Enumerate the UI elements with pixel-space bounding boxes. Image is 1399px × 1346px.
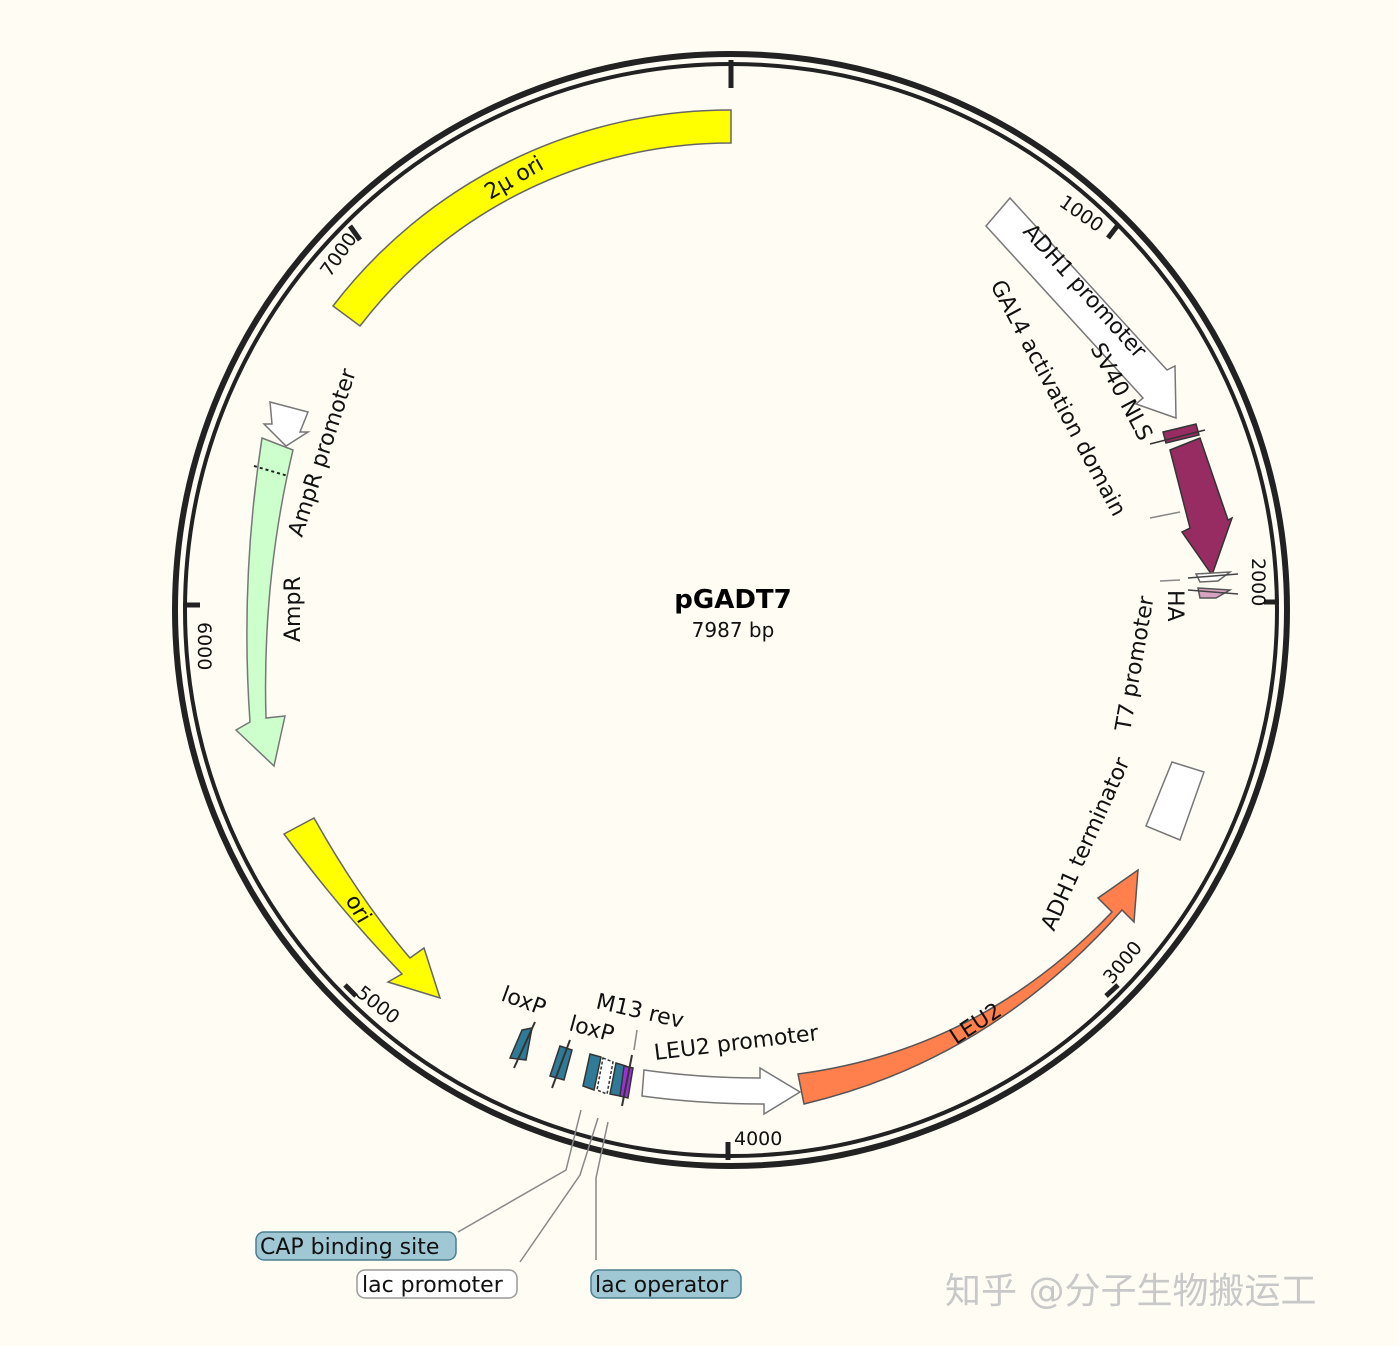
tick-6000: 6000 bbox=[193, 622, 215, 670]
tick-2000: 2000 bbox=[1247, 558, 1269, 606]
feature-leu2[interactable] bbox=[797, 868, 1139, 1105]
label-leu2: LEU2 bbox=[946, 998, 1007, 1050]
watermark: 知乎 @分子生物搬运工 bbox=[945, 1271, 1316, 1312]
callout-cap-binding-site-box[interactable] bbox=[255, 1231, 457, 1261]
plasmid-name: pGADT7 bbox=[674, 585, 791, 615]
callout-leaders bbox=[457, 1109, 609, 1263]
callout-lac-operator: lac operator bbox=[595, 1273, 729, 1298]
feature-2mu-ori[interactable] bbox=[331, 109, 732, 328]
plasmid-size: 7987 bp bbox=[692, 618, 775, 642]
callout-lac-promoter-box[interactable] bbox=[356, 1269, 518, 1299]
tick-1000: 1000 bbox=[1055, 191, 1107, 237]
tick-3000: 3000 bbox=[1099, 937, 1147, 988]
feature-ampr[interactable] bbox=[234, 436, 294, 768]
feature-adh1-terminator[interactable] bbox=[1145, 761, 1205, 841]
label-t7-promoter: T7 promoter bbox=[1111, 593, 1160, 734]
label-ha: HA bbox=[1162, 590, 1187, 622]
feature-ampr-promoter[interactable] bbox=[262, 401, 311, 447]
feature-adh1-promoter[interactable] bbox=[984, 196, 1177, 420]
tick-4000: 4000 bbox=[734, 1128, 782, 1150]
feature-leu2-promoter[interactable] bbox=[641, 1066, 802, 1116]
feature-lac-promoter[interactable] bbox=[596, 1056, 614, 1096]
tick-marks bbox=[183, 60, 1279, 1160]
callout-lac-operator-box[interactable] bbox=[590, 1269, 742, 1299]
feature-ha[interactable] bbox=[1197, 587, 1233, 599]
label-ampr-promoter: AmpR promoter bbox=[284, 365, 362, 540]
label-ampr: AmpR bbox=[281, 576, 306, 642]
feature-cap-binding-site[interactable] bbox=[582, 1053, 602, 1091]
callout-lac-promoter: lac promoter bbox=[362, 1273, 504, 1298]
feature-loxp-1[interactable] bbox=[508, 1027, 533, 1061]
feature-ori[interactable] bbox=[282, 816, 442, 1000]
feature-gal4-ad[interactable] bbox=[1169, 437, 1234, 577]
feature-t7-promoter[interactable] bbox=[1194, 571, 1233, 583]
label-loxp-1: loxP bbox=[498, 982, 549, 1021]
callout-cap-binding-site: CAP binding site bbox=[260, 1235, 439, 1260]
backbone-outer-ring bbox=[172, 51, 1290, 1169]
